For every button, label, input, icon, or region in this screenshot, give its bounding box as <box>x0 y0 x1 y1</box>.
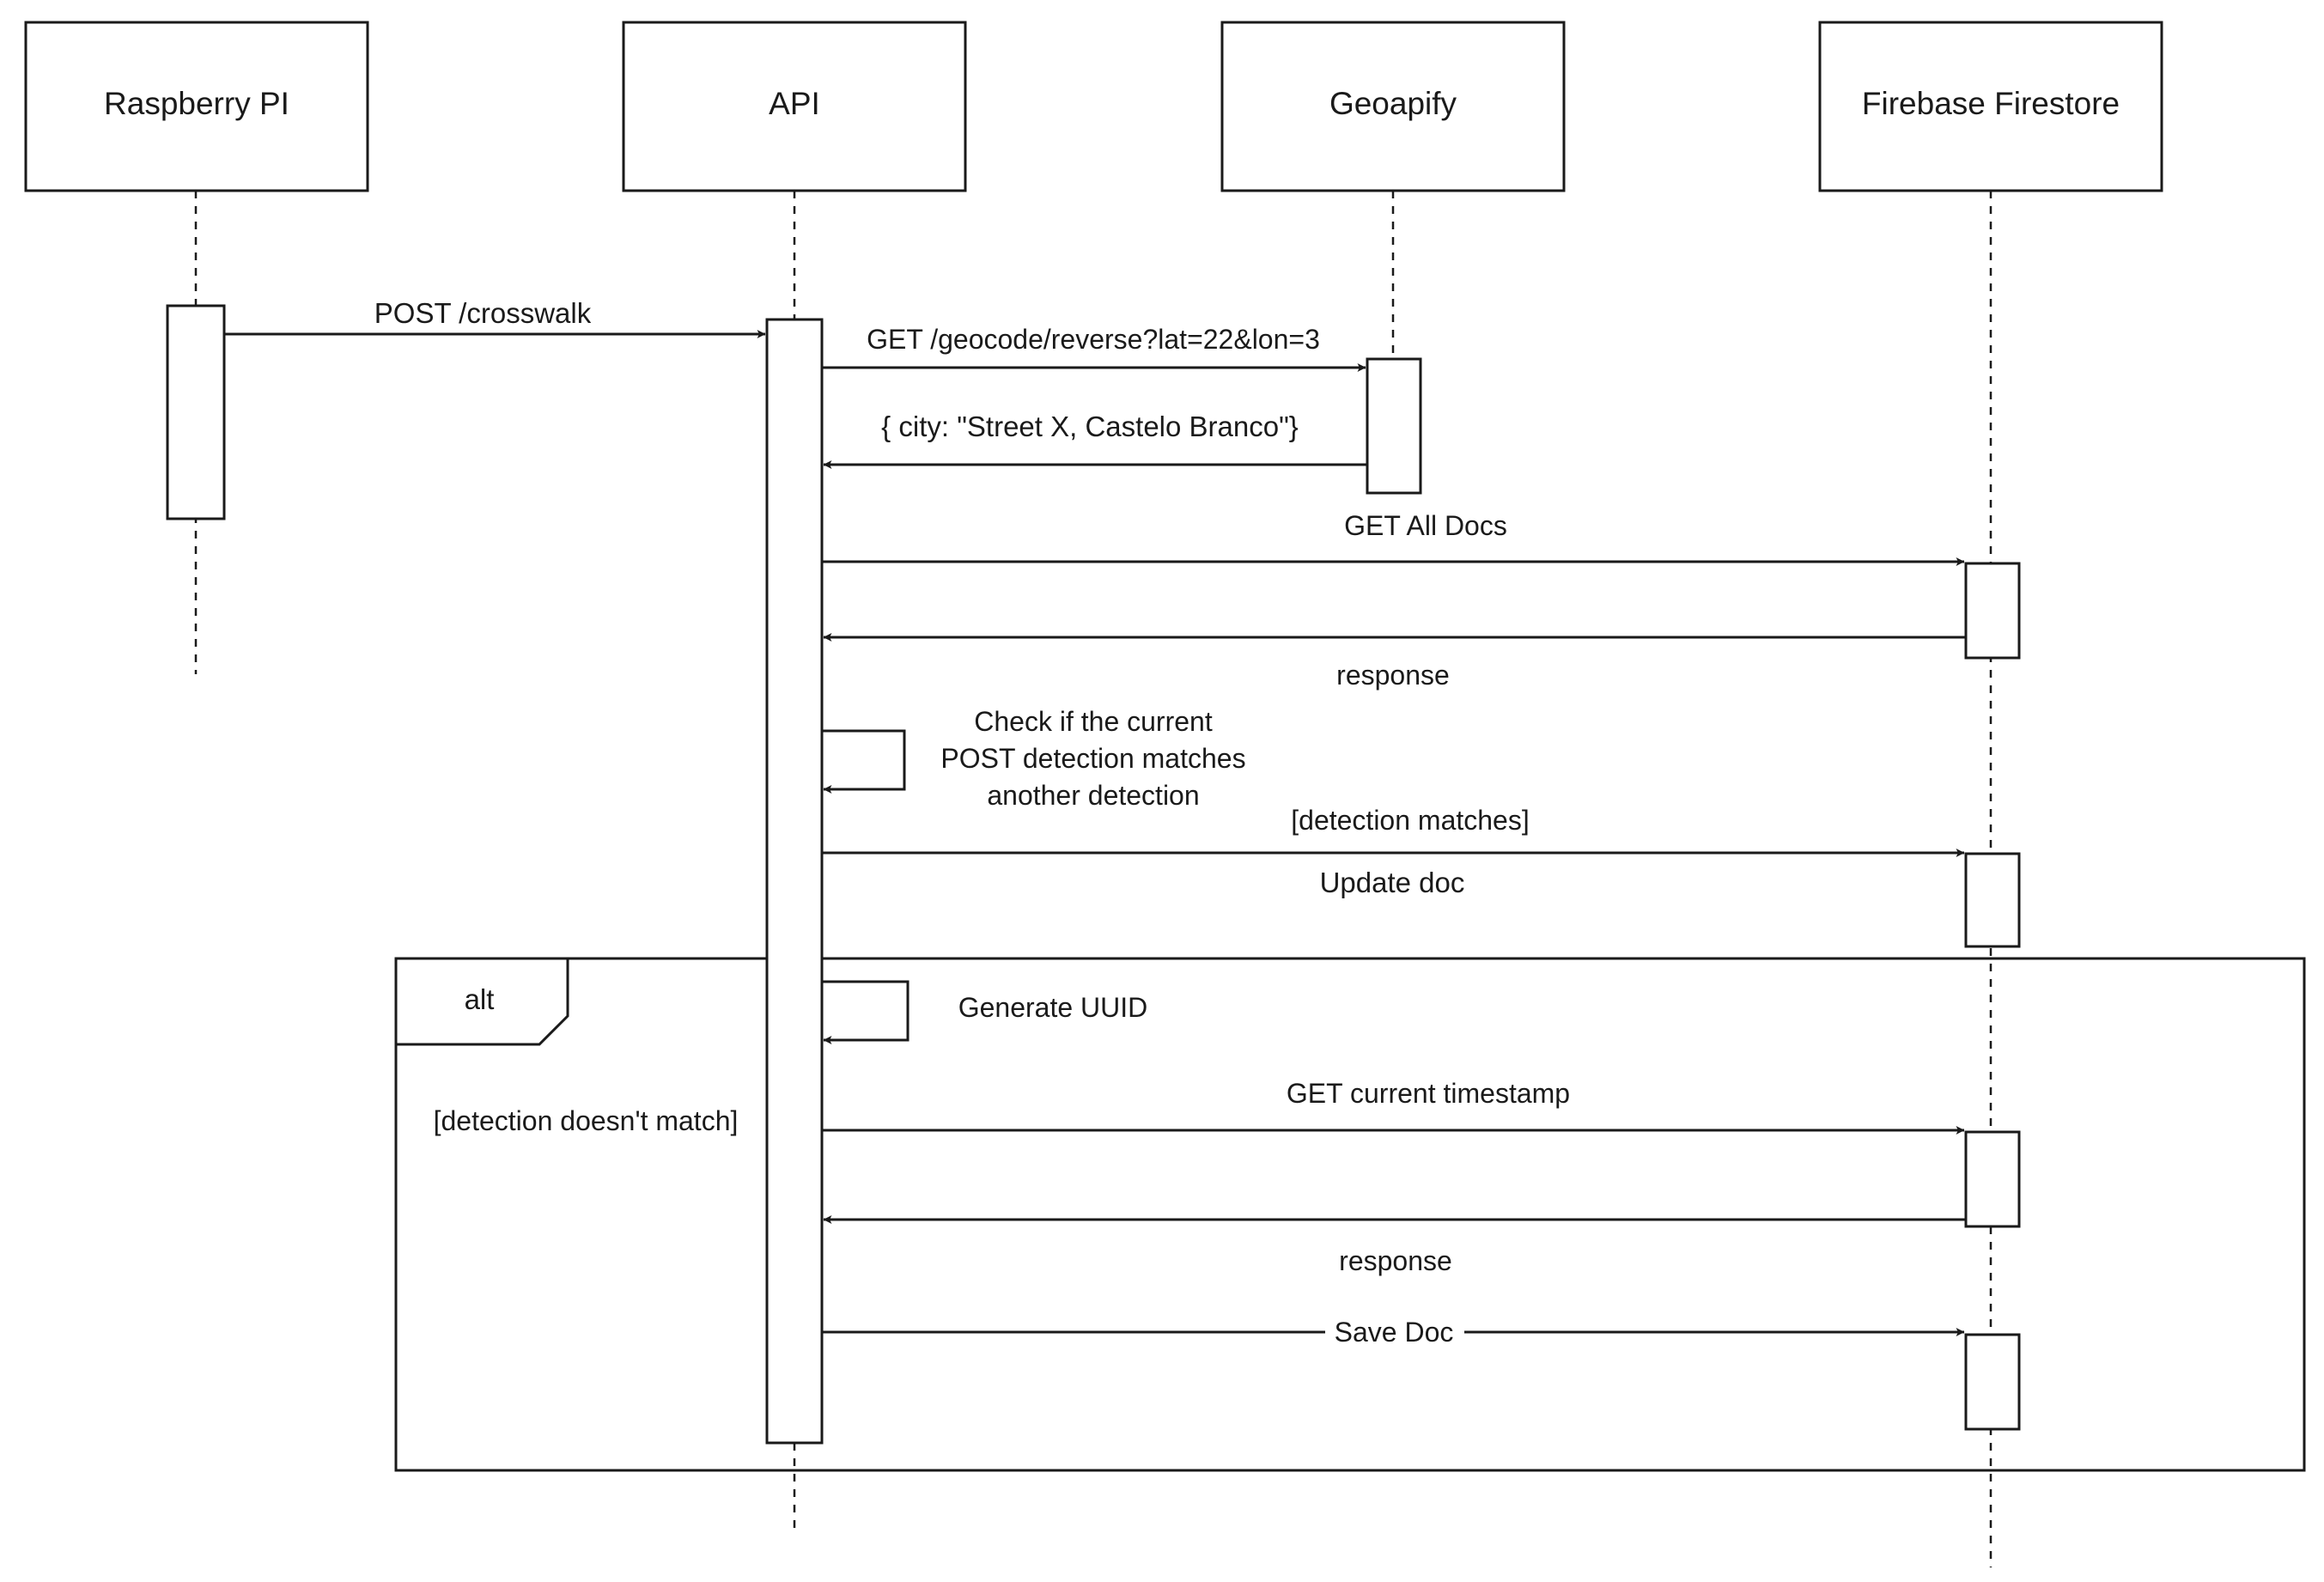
message-label-line1: Check if the current <box>974 706 1213 737</box>
message-all-docs-response: response <box>823 633 1966 691</box>
message-save-doc: Save Doc <box>822 1314 1965 1348</box>
participant-api: API <box>622 21 967 192</box>
message-label-line2: POST detection matches <box>940 743 1245 774</box>
message-update-doc: [detection matches] Update doc <box>822 805 1965 898</box>
firestore-activation-save <box>1964 1333 2021 1431</box>
message-label: response <box>1336 660 1450 691</box>
alt-frame <box>394 957 2306 1472</box>
api-activation <box>765 318 824 1445</box>
message-label: POST /crosswalk <box>374 297 592 329</box>
participant-geoapify: Geoapify <box>1220 21 1566 192</box>
alt-guard-label: [detection doesn't match] <box>434 1105 739 1136</box>
participant-raspberry-pi: Raspberry PI <box>24 21 369 192</box>
message-label: Update doc <box>1320 867 1465 898</box>
message-get-all-docs: GET All Docs <box>822 510 1965 566</box>
message-label: Save Doc <box>1335 1317 1454 1348</box>
message-label: response <box>1339 1245 1452 1276</box>
message-get-current-timestamp: GET current timestamp <box>822 1078 1965 1135</box>
message-label: GET current timestamp <box>1287 1078 1570 1109</box>
guard-label: [detection matches] <box>1291 805 1529 836</box>
alt-fragment: alt [detection doesn't match] <box>394 957 2306 1472</box>
participant-firebase-firestore: Firebase Firestore <box>1818 21 2163 192</box>
message-check-detection-self: Check if the current POST detection matc… <box>822 706 1246 811</box>
message-post-crosswalk: POST /crosswalk <box>224 297 766 338</box>
alt-operator-label: alt <box>465 983 495 1015</box>
alt-operator-tab <box>396 958 569 1046</box>
message-label: Generate UUID <box>958 992 1148 1023</box>
firestore-activation-update <box>1964 852 2021 948</box>
participant-label: Firebase Firestore <box>1862 86 2120 121</box>
participant-label: API <box>769 86 820 121</box>
message-geocode-response: { city: "Street X, Castelo Branco"} <box>823 411 1367 469</box>
geoapify-activation <box>1366 357 1422 495</box>
message-label: GET /geocode/reverse?lat=22&lon=3 <box>867 324 1320 355</box>
message-label-line3: another detection <box>987 780 1199 811</box>
raspberry-activation <box>166 304 226 520</box>
firestore-activation-get-docs <box>1964 562 2021 660</box>
message-label: { city: "Street X, Castelo Branco"} <box>881 411 1299 442</box>
firestore-activation-timestamp <box>1964 1130 2021 1228</box>
message-label: GET All Docs <box>1344 510 1507 541</box>
message-geocode-reverse: GET /geocode/reverse?lat=22&lon=3 <box>822 324 1366 372</box>
message-generate-uuid-self: Generate UUID <box>822 980 1148 1044</box>
participant-label: Raspberry PI <box>104 86 289 121</box>
message-timestamp-response: response <box>823 1215 1966 1276</box>
participant-label: Geoapify <box>1329 86 1457 121</box>
